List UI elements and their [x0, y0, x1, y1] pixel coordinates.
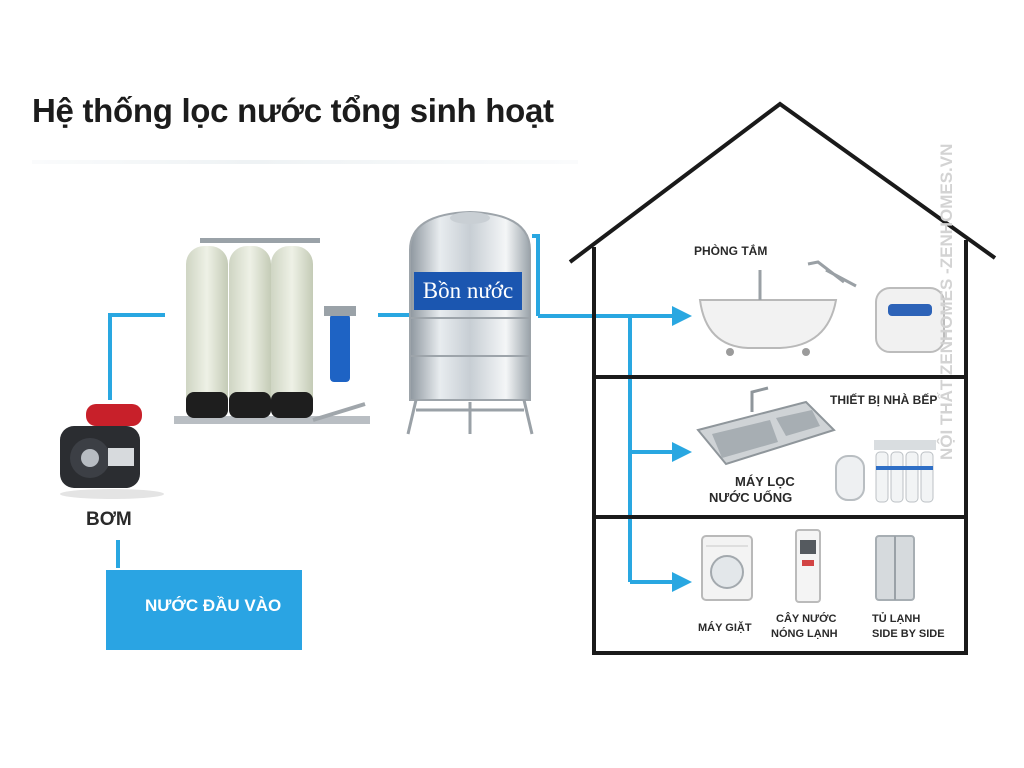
- water-inlet-label: NƯỚC ĐẦU VÀO: [145, 596, 282, 615]
- washing-machine-label: MÁY GIẶT: [698, 622, 752, 634]
- fridge-label-line2: SIDE BY SIDE: [872, 628, 945, 640]
- pipe-tank-top: [532, 234, 540, 316]
- fridge-label-line1: TỦ LẠNH: [872, 613, 921, 625]
- tank-label: Bồn nước: [414, 272, 522, 310]
- water-pump-icon: [60, 404, 164, 499]
- watermark: NỘI THẤT ZENHOMES -ZENHOMES.VN: [937, 143, 956, 460]
- pump-label: BƠM: [86, 509, 132, 530]
- water-pipes: [108, 234, 692, 592]
- filter-columns-icon: [174, 238, 370, 424]
- water-inlet-box: [106, 570, 302, 650]
- ro-purifier-icon: [835, 440, 936, 503]
- ro-purifier-label-line1: MÁY LỌC: [735, 474, 795, 489]
- pipe-pump-to-filters: [108, 313, 165, 400]
- water-tank-icon: [406, 210, 534, 435]
- diagram-title: Hệ thống lọc nước tổng sinh hoạt: [32, 92, 554, 129]
- house-outline: [568, 101, 997, 655]
- water-heater-icon: [875, 287, 945, 353]
- bathroom-label: PHÒNG TẮM: [694, 244, 768, 258]
- washing-machine-icon: [701, 535, 753, 601]
- water-cooler-label-line1: CÂY NƯỚC: [776, 613, 837, 625]
- title-underline: [32, 160, 578, 164]
- ro-purifier-label-line2: NƯỚC UỐNG: [709, 490, 793, 505]
- bathtub-icon: [698, 260, 857, 356]
- water-cooler-icon: [795, 529, 821, 603]
- sink-icon: [696, 386, 836, 466]
- fridge-icon: [875, 535, 915, 601]
- kitchen-label: THIẾT BỊ NHÀ BẾP: [830, 393, 938, 407]
- water-cooler-label-line2: NÓNG LẠNH: [771, 628, 838, 640]
